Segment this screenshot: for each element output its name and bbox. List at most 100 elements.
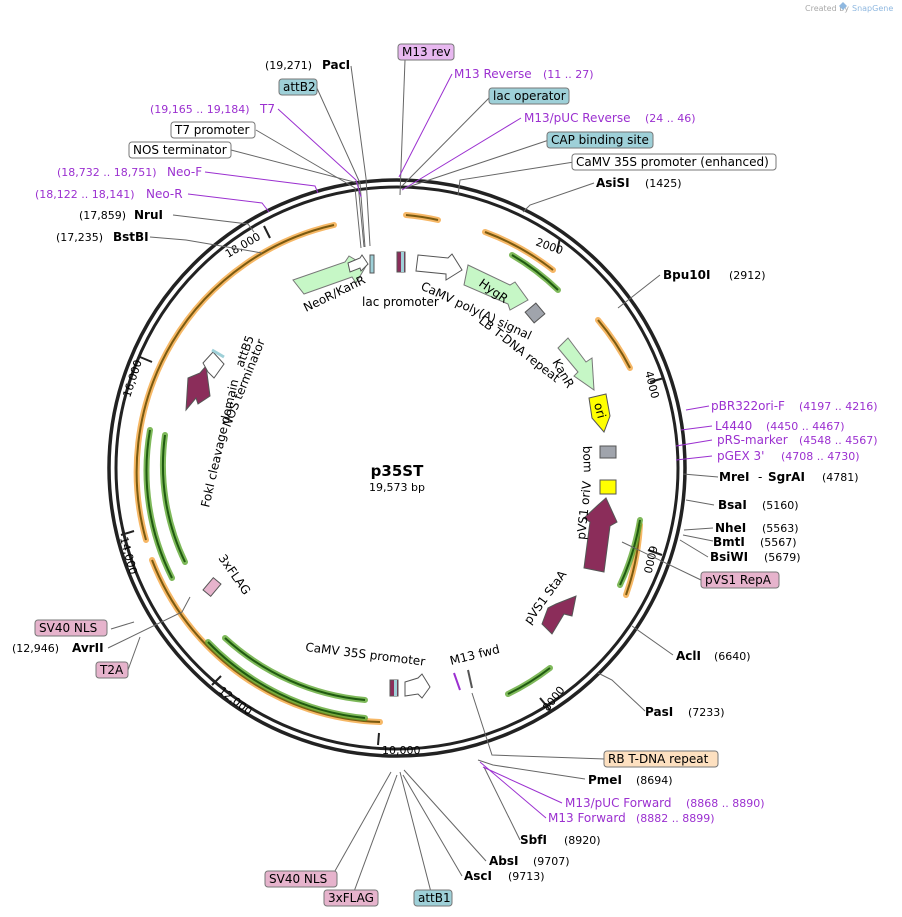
enzyme-bstbi[interactable]: BstBI (113, 230, 149, 244)
label-pvs1-repa: pVS1 RepA (705, 573, 772, 587)
enzyme-sbfi[interactable]: SbfI (520, 833, 547, 847)
flag-block (202, 576, 222, 598)
enzyme-avrii-pos: (12,946) (12, 642, 59, 655)
box-sv40-left (34, 619, 108, 637)
box-pvs1-repa (700, 571, 780, 589)
enzyme-bsiwi-pos: (5679) (764, 551, 801, 564)
label-pvs1-oriv: pVS1 oriV (574, 480, 594, 541)
enzyme-acli[interactable]: AclI (676, 649, 701, 663)
label-t7-promoter: T7 promoter (174, 123, 250, 137)
tick-4000: 4000 (642, 370, 661, 400)
enzyme-mrei[interactable]: MreI (719, 470, 749, 484)
leader-lines (107, 59, 719, 898)
lb-tdna-block (524, 302, 546, 324)
camv-polya-arrow (415, 253, 463, 281)
m13fwd-mark2 (467, 669, 473, 689)
enzyme-asci-pos: (9713) (508, 870, 545, 883)
primer-t7[interactable]: T7 (259, 102, 275, 116)
enzyme-nrui-pos: (17,859) (79, 209, 126, 222)
enzyme-bstbi-pos: (17,235) (56, 231, 103, 244)
tick-10000: 10,000 (382, 744, 421, 757)
kanr-arrow (557, 337, 595, 392)
camv35s-arrow (404, 673, 431, 699)
label-flag-bottom: 3xFLAG (328, 891, 374, 905)
staa-arrow (541, 595, 577, 635)
primer-pbr322ori-f[interactable]: pBR322ori-F (711, 399, 785, 413)
enzyme-avrii[interactable]: AvrII (72, 641, 104, 655)
enzyme-bpu10i[interactable]: Bpu10I (663, 268, 710, 282)
foki-arrow (185, 364, 211, 412)
plasmid-name: p35ST (371, 462, 424, 480)
label-t2a: T2A (99, 663, 124, 677)
ori-arrow (588, 393, 611, 433)
primer-l4440[interactable]: L4440 (715, 419, 752, 433)
enzyme-asisi[interactable]: AsiSI (596, 176, 630, 190)
box-cap-site (546, 131, 654, 149)
primer-prs-marker[interactable]: pRS-marker (717, 433, 788, 447)
primer-m13puc-forward[interactable]: M13/pUC Forward (565, 796, 672, 810)
enzyme-nhei-pos: (5563) (762, 522, 799, 535)
bom-block (599, 445, 617, 459)
brand-text: SnapGene (852, 4, 893, 13)
box-attb2 (278, 78, 318, 96)
attb2-mark (369, 254, 375, 274)
enzyme-nhei[interactable]: NheI (715, 521, 746, 535)
label-bom: bom (580, 446, 595, 473)
box-lac-operator (488, 87, 570, 105)
enzyme-paci[interactable]: PacI (322, 58, 350, 72)
enzyme-pmei[interactable]: PmeI (588, 773, 622, 787)
enzyme-acli-pos: (6640) (714, 650, 751, 663)
box-t7-promoter (170, 121, 256, 139)
enzyme-absi[interactable]: AbsI (489, 854, 518, 868)
enzyme-sgrai[interactable]: SgrAI (768, 470, 805, 484)
primer-neo-r-pos: (18,122 .. 18,141) (35, 188, 135, 201)
enzyme-bsiwi[interactable]: BsiWI (710, 550, 748, 564)
primer-pgex3-pos: (4708 .. 4730) (781, 450, 860, 463)
primer-m13-reverse-pos: (11 .. 27) (543, 68, 594, 81)
primer-m13-reverse[interactable]: M13 Reverse (454, 67, 532, 81)
label-rb-tdna: RB T-DNA repeat (608, 752, 709, 766)
primer-neo-f[interactable]: Neo-F (167, 165, 202, 179)
primer-pbr322ori-f-pos: (4197 .. 4216) (799, 400, 878, 413)
label-camv35s: CaMV 35S promoter (305, 640, 426, 669)
enzyme-mrei-sep: - (758, 470, 762, 484)
box-camv-enh (571, 153, 777, 171)
label-camv-enh: CaMV 35S promoter (enhanced) (576, 155, 769, 169)
enzyme-bsai-pos: (5160) (762, 499, 799, 512)
backbone-inner (114, 185, 680, 751)
primer-m13-forward[interactable]: M13 Forward (548, 811, 626, 825)
label-sv40-left: SV40 NLS (39, 621, 97, 635)
box-attb1 (413, 889, 453, 907)
tick-marks (120, 225, 665, 746)
box-m13rev (397, 43, 455, 61)
box-flag-bottom (323, 889, 379, 907)
small-arrow (347, 254, 369, 273)
enzyme-asisi-pos: (1425) (645, 177, 682, 190)
primer-neo-r[interactable]: Neo-R (146, 187, 183, 201)
primer-neo-f-pos: (18,732 .. 18,751) (57, 166, 157, 179)
tick-12000: 12,000 (216, 684, 254, 718)
label-sv40-bottom: SV40 NLS (269, 872, 327, 886)
oriv-block (599, 479, 617, 495)
primer-m13puc-reverse-pos: (24 .. 46) (645, 112, 696, 125)
enzyme-bpu10i-pos: (2912) (729, 269, 766, 282)
enzyme-bmti[interactable]: BmtI (713, 535, 745, 549)
primer-m13puc-reverse[interactable]: M13/pUC Reverse (524, 111, 631, 125)
box-nos-term (128, 141, 232, 159)
tick-14000: 14,000 (117, 535, 140, 576)
enzyme-nrui[interactable]: NruI (134, 208, 163, 222)
label-flag: 3xFLAG (216, 552, 254, 598)
enzyme-pasi[interactable]: PasI (645, 705, 673, 719)
box-sv40-bottom (264, 870, 338, 888)
enzyme-absi-pos: (9707) (533, 855, 570, 868)
primer-m13puc-forward-pos: (8868 .. 8890) (686, 797, 765, 810)
enzyme-bsai[interactable]: BsaI (718, 498, 747, 512)
label-attb1: attB1 (418, 891, 451, 905)
label-cap-site: CAP binding site (551, 133, 649, 147)
primer-pgex3[interactable]: pGEX 3' (717, 449, 764, 463)
tick-6000: 6000 (641, 544, 660, 574)
enzyme-asci[interactable]: AscI (464, 869, 492, 883)
label-nos-term: NOS terminator (133, 143, 227, 157)
box-rb-tdna (603, 750, 719, 768)
